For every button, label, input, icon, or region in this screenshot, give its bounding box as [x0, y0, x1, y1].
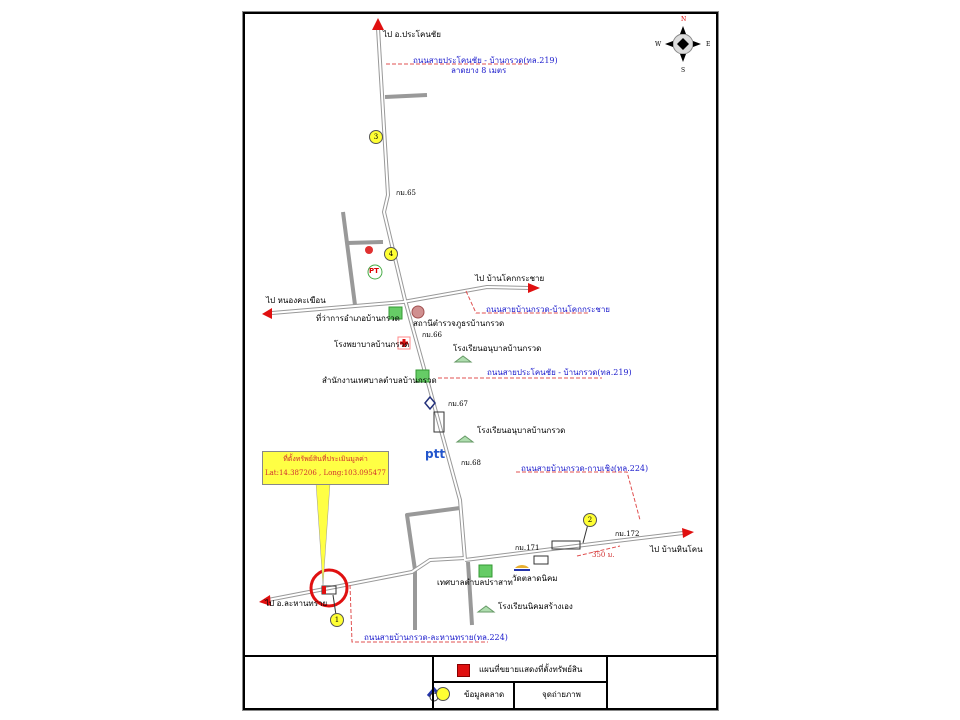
market-point-2[interactable]: 2 — [583, 513, 597, 527]
dest-north: ไป อ.ประโคนชัย — [383, 30, 441, 39]
road-label-224-west: ถนนสายบ้านกรวด-ละหานทราย(ทล.224) — [364, 633, 508, 642]
dest-east-south: ไป บ้านหินโคน — [650, 545, 703, 554]
ptt-logo: ptt — [425, 447, 446, 461]
compass-n: N — [681, 16, 687, 23]
legend-table: แผนที่ขยายแสดงที่ตั้งทรัพย์สิน ข้อมูลตลา… — [245, 655, 716, 710]
label-district-office: ที่ว่าการอำเภอบ้านกรวด — [316, 314, 400, 323]
market-point-1[interactable]: 1 — [330, 613, 344, 627]
legend-market: ข้อมูลตลาด — [464, 690, 505, 699]
km-68: กม.68 — [461, 459, 481, 467]
road-label-khokkrachai: ถนนสายบ้านกรวด-บ้านโคกกระชาย — [486, 305, 610, 314]
km-66: กม.66 — [422, 331, 442, 339]
arrow-east-mid — [528, 283, 540, 293]
police-icon — [411, 305, 425, 319]
crosswalk — [433, 411, 445, 433]
temple-icon — [515, 565, 529, 568]
callout-coords: Lat:14.387206 , Long:103.095477 — [264, 469, 387, 477]
road-label-219-sub: ลาดยาง 8 เมตร — [451, 66, 507, 75]
legend-title: แผนที่ขยายแสดงที่ตั้งทรัพย์สิน — [479, 665, 583, 674]
road-label-219-mid: ถนนสายประโคนชัย - บ้านกรวด(ทล.219) — [487, 368, 632, 377]
municipal-office-icon — [415, 369, 430, 383]
map-frame — [243, 12, 718, 710]
property-legend-icon — [457, 664, 470, 677]
school-icon — [476, 605, 496, 613]
compass-w: W — [655, 41, 662, 48]
side-road-south — [405, 506, 461, 630]
market-point-3[interactable]: 3 — [369, 130, 383, 144]
label-school1: โรงเรียนอนุบาลบ้านกรวด — [453, 344, 542, 353]
road-label-224-east: ถนนสายบ้านกรวด-กาบเชิง(ทล.224) — [521, 464, 649, 473]
direction-arrows — [259, 18, 694, 606]
crosswalks — [321, 411, 581, 595]
side-road-south2 — [466, 561, 474, 626]
dest-east-mid: ไป บ้านโคกกระชาย — [475, 274, 545, 283]
callout-title: ที่ตั้งทรัพย์สินที่ประเมินมูลค่า — [283, 455, 368, 463]
crosswalk — [533, 555, 549, 565]
dest-west-south: ไป อ.ละหานทราย — [265, 599, 328, 608]
pt-logo-text: PT — [369, 267, 379, 275]
subject-highlight-circle — [309, 568, 349, 608]
leader-lines — [349, 63, 641, 643]
label-prasat-municipality: เทศบาลตำบลปราสาท — [437, 578, 513, 587]
label-police: สถานีตำรวจภูธรบ้านกรวด — [413, 319, 505, 328]
pt-logo — [367, 264, 383, 280]
km-67: กม.67 — [448, 400, 468, 408]
distance-label: 350 ม. — [592, 551, 615, 559]
bank-icon — [424, 395, 436, 411]
km-171: กม.171 — [515, 544, 540, 552]
label-school3: โรงเรียนนิคมสร้างเอง — [498, 602, 573, 611]
school-icon — [455, 435, 475, 443]
arrow-west-south — [259, 595, 271, 606]
district-office-icon — [388, 306, 403, 320]
dest-west-mid: ไป หนองคะเฆือน — [266, 296, 326, 305]
arrow-east-south — [682, 528, 694, 538]
legend-photo: จุดถ่ายภาพ — [542, 690, 581, 699]
subject-property-marker — [322, 586, 326, 594]
side-road-top — [384, 93, 428, 99]
compass-s: S — [681, 67, 686, 74]
side-road-left — [341, 211, 357, 306]
school-icon — [453, 355, 473, 363]
gas-station-icon — [365, 246, 373, 254]
icons — [365, 26, 701, 702]
market-point-4[interactable]: 4 — [384, 247, 398, 261]
crosswalk — [551, 540, 581, 550]
compass-e: E — [706, 41, 711, 48]
label-school2: โรงเรียนอนุบาลบ้านกรวด — [477, 426, 566, 435]
label-temple: วัดตลาดนิคม — [512, 574, 558, 583]
road-label-219-top: ถนนสายประโคนชัย - บ้านกรวด(ทล.219) — [413, 56, 558, 65]
arrow-west-mid — [262, 308, 272, 319]
label-hospital: โรงพยาบาลบ้านกรวด — [334, 340, 410, 349]
market-legend-icon — [436, 687, 450, 701]
km-65: กม.65 — [396, 189, 416, 197]
km-172: กม.172 — [615, 530, 640, 538]
subject-property-callout: ที่ตั้งทรัพย์สินที่ประเมินมูลค่า Lat:14.… — [262, 451, 389, 485]
arrow-north — [372, 18, 384, 30]
side-road-branch — [346, 240, 384, 245]
prasat-municipality-icon — [478, 564, 493, 578]
compass-rose — [665, 26, 701, 62]
hospital-icon — [400, 339, 408, 347]
label-municipal-office: สำนักงานเทศบาลตำบลบ้านกรวด — [322, 376, 437, 385]
